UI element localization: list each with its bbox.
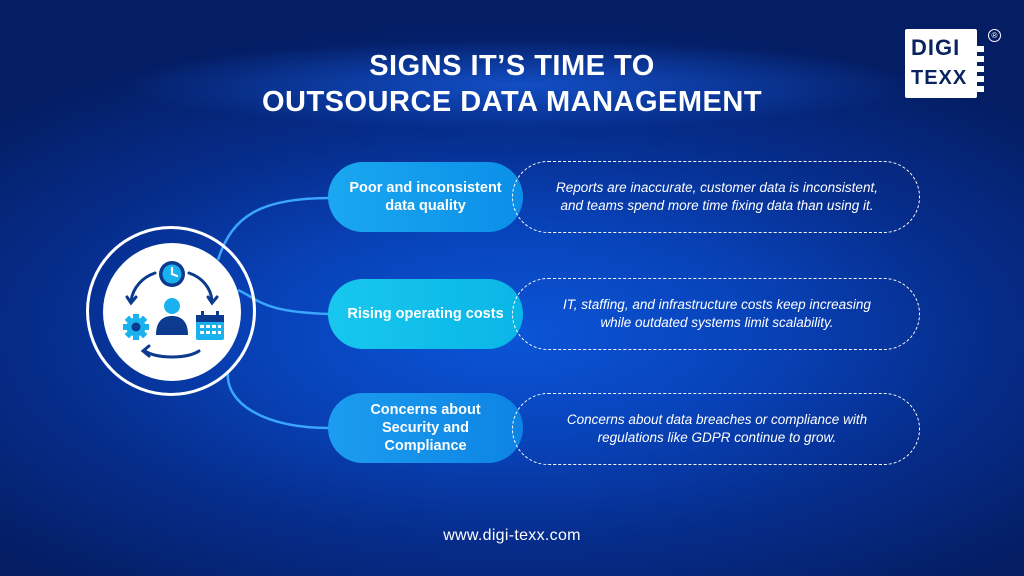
description-line: IT, staffing, and infrastructure costs k…	[563, 297, 871, 312]
calendar-icon	[196, 311, 224, 340]
description-line: regulations like GDPR continue to grow.	[597, 430, 837, 445]
hub-outer-ring	[86, 226, 256, 396]
sign-description-data-quality: Reports are inaccurate, customer data is…	[512, 161, 920, 233]
cycle-arrows-icon	[125, 271, 219, 359]
logo-word-1: DIGI	[911, 35, 961, 60]
description-line: Reports are inaccurate, customer data is…	[556, 180, 878, 195]
logo-bars	[977, 46, 985, 96]
hub-illustration	[123, 261, 224, 359]
hub-icon-circle	[103, 243, 241, 381]
sign-label-data-quality: Poor and inconsistent data quality	[328, 162, 523, 232]
registered-mark: ®	[988, 29, 1001, 42]
clock-icon	[159, 261, 185, 287]
sign-description-operating-costs: IT, staffing, and infrastructure costs k…	[512, 278, 920, 350]
description-line: and teams spend more time fixing data th…	[560, 198, 874, 213]
sign-description-security-compliance: Concerns about data breaches or complian…	[512, 393, 920, 465]
title-glow	[120, 40, 920, 130]
description-line: Concerns about data breaches or complian…	[566, 412, 868, 427]
page-title-line-1: SIGNS IT’S TIME TO	[369, 50, 655, 82]
description-line: while outdated systems limit scalability…	[600, 315, 834, 330]
logo-word-2: TEXX	[911, 67, 968, 89]
person-icon	[156, 298, 188, 335]
connector-bottom	[226, 371, 331, 430]
page-title-line-2: OUTSOURCE DATA MANAGEMENT	[261, 86, 763, 118]
gear-icon	[123, 314, 149, 340]
sign-label-operating-costs: Rising operating costs	[328, 279, 523, 349]
sign-label-security-compliance: Concerns about Security and Compliance	[328, 393, 523, 463]
website-url[interactable]: www.digi-texx.com	[443, 527, 581, 544]
digitexx-logo: DIGI TEXX	[905, 29, 984, 98]
